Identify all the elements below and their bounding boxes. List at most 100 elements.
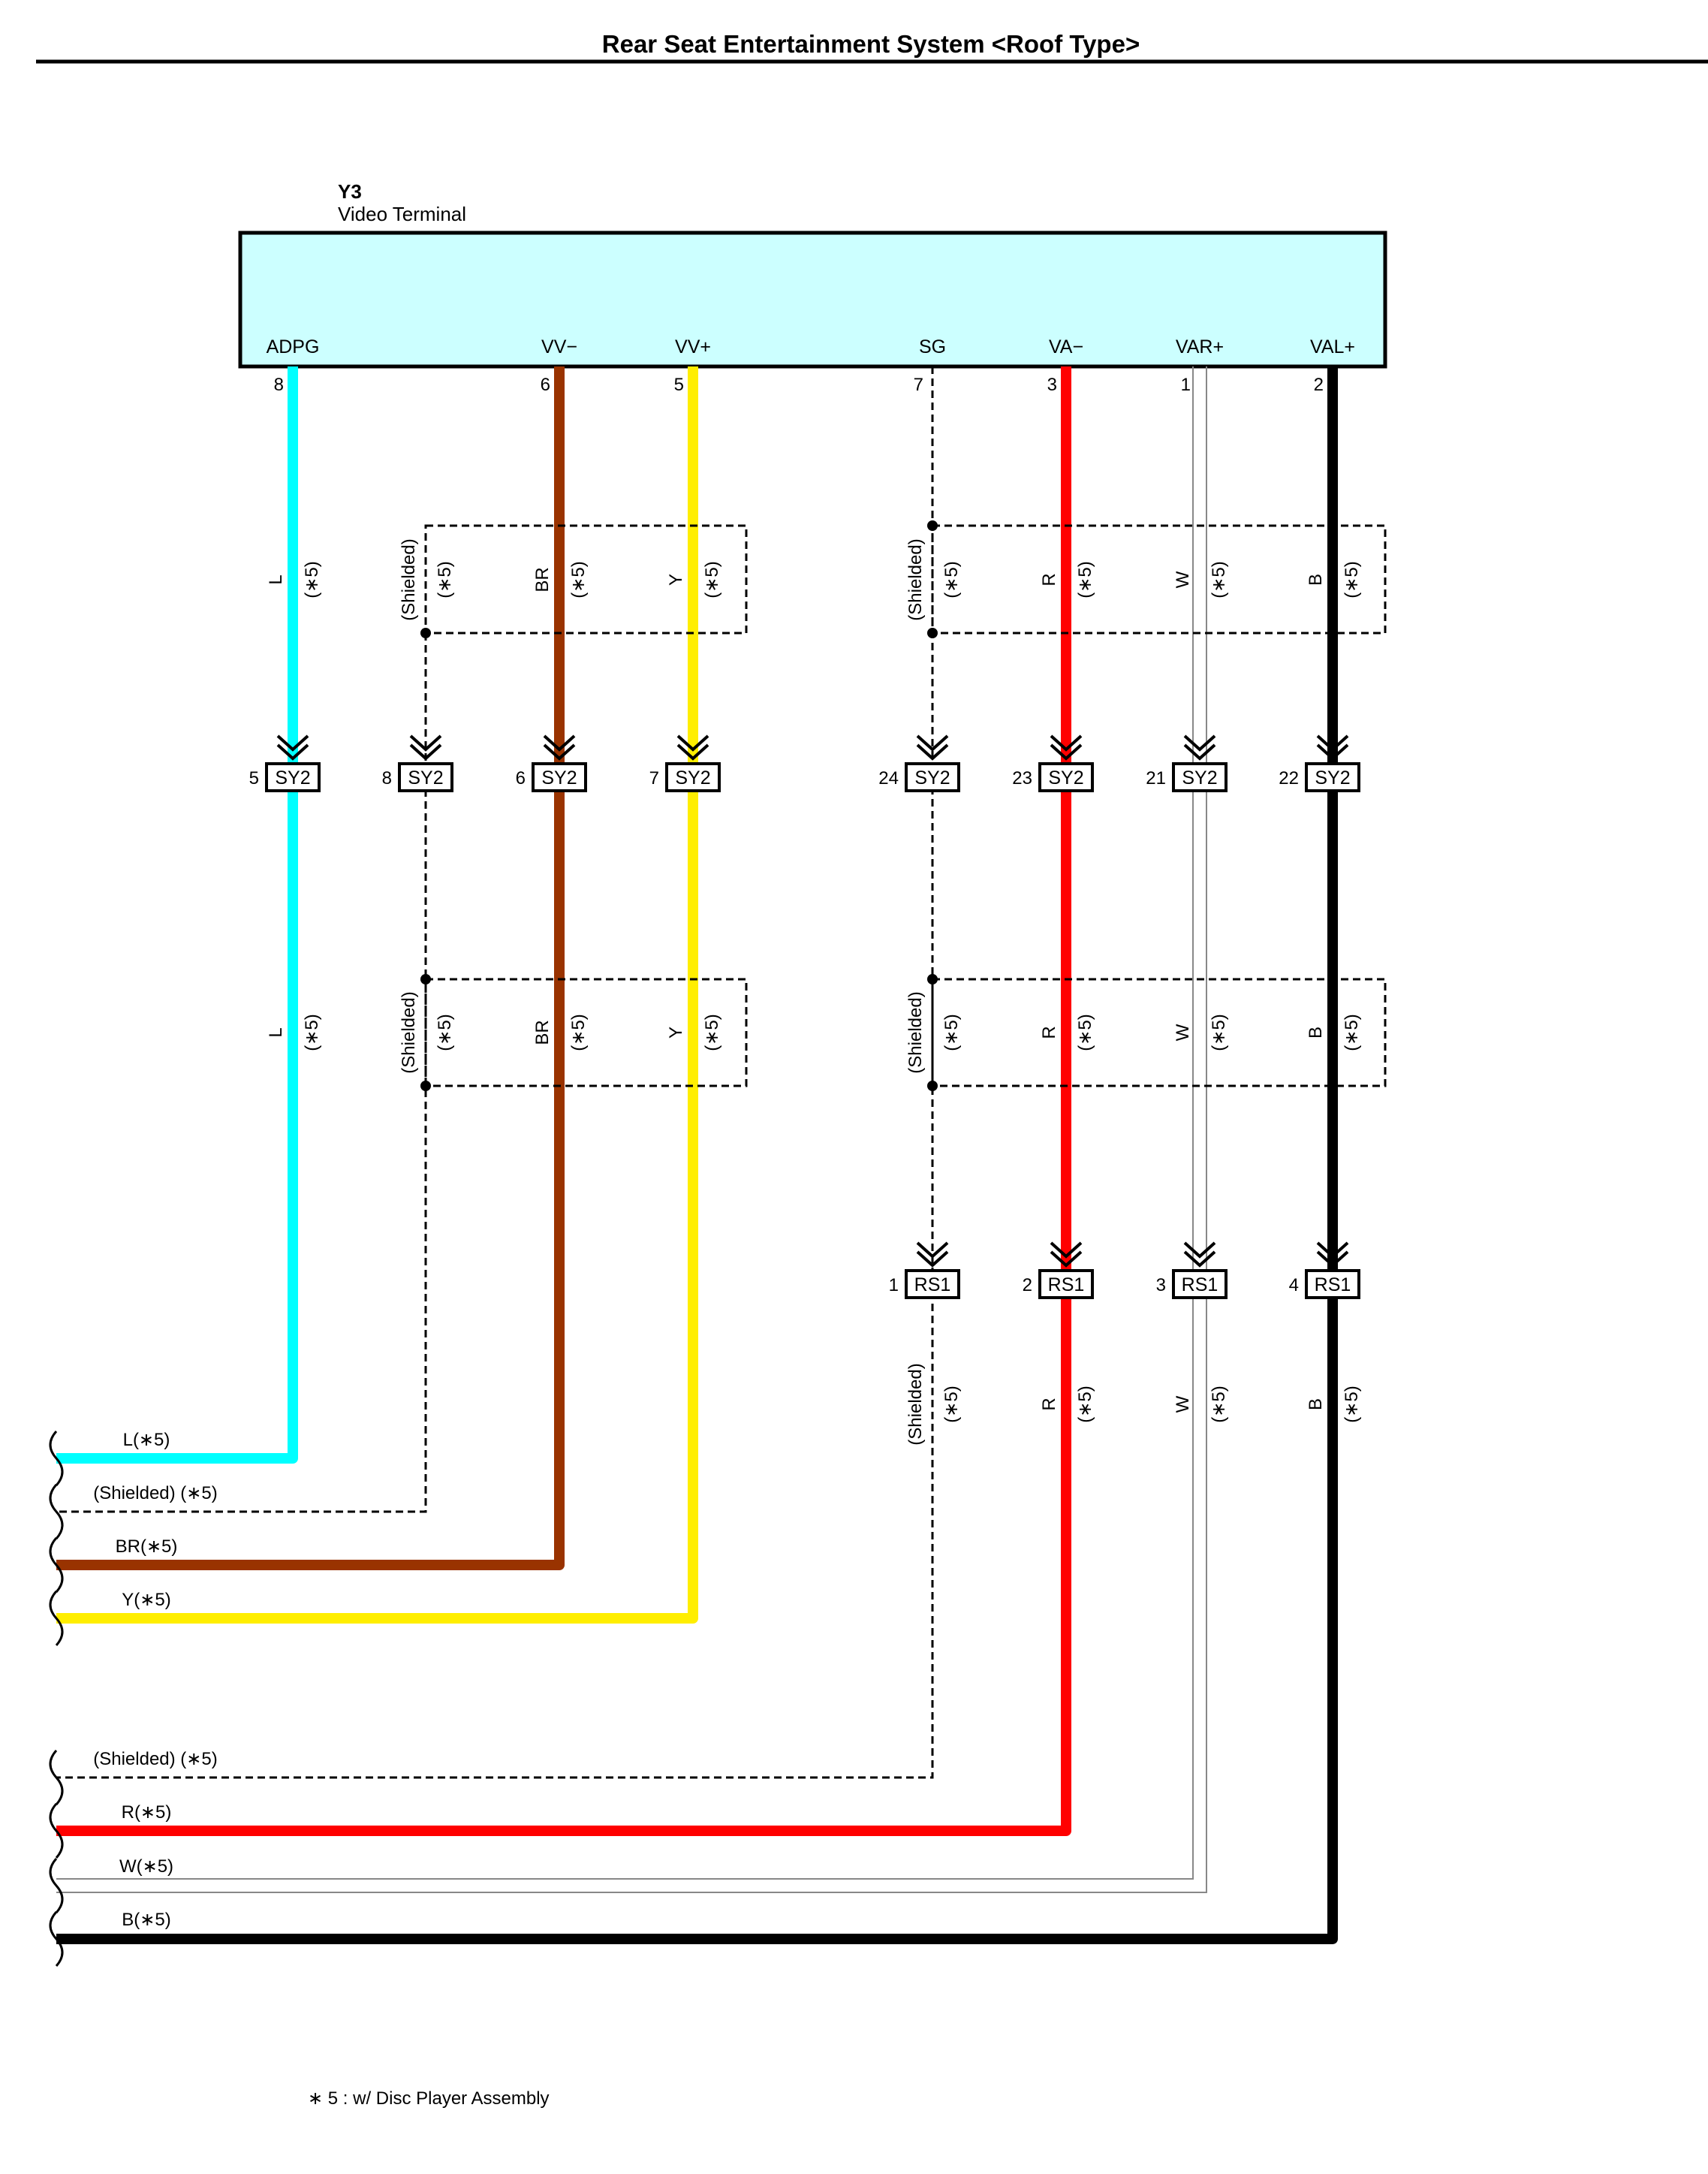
wire-tag: (∗5) [302, 1014, 322, 1051]
connector-label: SY2 [408, 767, 443, 788]
pin-num-va-minus: 3 [1047, 375, 1057, 395]
mating-arrow-icon [1050, 1241, 1083, 1268]
wire-label: B [1306, 1398, 1326, 1410]
connector-label: SY2 [675, 767, 710, 788]
termination-label: L(∗5) [123, 1430, 170, 1450]
break-mark-icon [49, 1858, 64, 1913]
wire-tag: (∗5) [1342, 1386, 1362, 1422]
page-title: Rear Seat Entertainment System <Roof Typ… [602, 30, 1140, 58]
connector-label: RS1 [1048, 1274, 1085, 1295]
shield-splice [420, 974, 431, 984]
mating-arrow-icon [543, 734, 576, 761]
wire-tag: (∗5) [941, 1014, 962, 1051]
wire-label: W [1173, 1395, 1193, 1413]
shield-splice [927, 1081, 938, 1091]
wire-tag: (∗5) [568, 561, 589, 598]
mating-arrow-icon [1050, 734, 1083, 761]
shield-box-upper-left [424, 524, 748, 635]
break-mark-icon [49, 1750, 64, 1805]
break-mark-icon [49, 1591, 64, 1646]
connector-sy2: SY2 5 SY2 8 SY2 6 SY2 7 SY2 24 [249, 734, 1360, 792]
termination-label: R(∗5) [122, 1802, 172, 1823]
wire-label: L [266, 1027, 286, 1037]
shield-box-upper-right [931, 524, 1387, 635]
wire-label: (Shielded) [905, 991, 926, 1073]
wire-tag: (∗5) [941, 561, 962, 598]
mating-arrow-icon [1316, 1241, 1349, 1268]
pin-name-vv-plus: VV+ [675, 336, 711, 357]
mating-arrow-icon [676, 734, 709, 761]
wire-tag: (∗5) [302, 561, 322, 598]
wire-tag: (∗5) [941, 1386, 962, 1422]
wire-tag: (∗5) [702, 1014, 722, 1051]
connector-sy2-pin: SY2 21 [1146, 734, 1228, 792]
mating-arrow-icon [1183, 734, 1216, 761]
connector-pin-number: 1 [889, 1275, 899, 1295]
wire-labels-bottom: (Shielded) (∗5) R (∗5) W (∗5) B (∗5) [905, 1363, 1362, 1445]
pin-num-var-plus: 1 [1181, 375, 1191, 395]
wire-labels-middle: L (∗5) (Shielded) (∗5) BR (∗5) Y (∗5) (S… [266, 991, 1362, 1073]
connector-sy2-pin: SY2 23 [1012, 734, 1094, 792]
wire-label: BR [532, 1020, 553, 1045]
connector-pin-number: 8 [382, 768, 392, 788]
connector-label: RS1 [1315, 1274, 1351, 1295]
connector-pin-number: 4 [1289, 1275, 1299, 1295]
video-terminal-box [238, 231, 1387, 369]
pin-name-adpg: ADPG [267, 336, 320, 357]
wire-shield-2 [56, 366, 934, 1779]
mating-arrow-icon [409, 734, 442, 761]
wire-tag: (∗5) [568, 1014, 589, 1051]
wire-tag: (∗5) [1075, 1014, 1095, 1051]
wire-label: Y [666, 1027, 686, 1039]
connector-rs1-pin: RS1 1 [889, 1241, 960, 1299]
connector-pin-number: 24 [878, 768, 899, 788]
wire-label: R [1039, 573, 1059, 586]
pin-name-var-plus: VAR+ [1176, 336, 1224, 357]
termination-label: (Shielded) (∗5) [93, 1483, 218, 1503]
wire-shield-1 [56, 633, 427, 1513]
pin-name-sg: SG [919, 336, 946, 357]
wire-tag: (∗5) [435, 1014, 455, 1051]
connector-sy2-pin: SY2 8 [382, 734, 453, 792]
component-name: Video Terminal [338, 203, 466, 225]
wire-l [56, 366, 298, 1464]
wire-br [56, 366, 565, 1570]
shield-splice [927, 628, 938, 638]
mating-arrow-icon [1316, 734, 1349, 761]
component-id: Y3 [338, 180, 362, 203]
connector-label: SY2 [275, 767, 310, 788]
wire-w [56, 366, 1207, 1893]
wire-b [56, 366, 1338, 1944]
connector-label: SY2 [1182, 767, 1217, 788]
connector-pin-number: 3 [1156, 1275, 1166, 1295]
connector-label: RS1 [914, 1274, 951, 1295]
termination-label: Y(∗5) [122, 1590, 170, 1610]
wire-label: B [1306, 1027, 1326, 1039]
connector-rs1-pin: RS1 2 [1023, 1241, 1094, 1299]
wire-tag: (∗5) [1075, 1386, 1095, 1422]
shield-splice [420, 628, 431, 638]
wire-label: R [1039, 1398, 1059, 1410]
pin-name-va-minus: VA− [1049, 336, 1083, 357]
pin-num-vv-minus: 6 [541, 375, 550, 395]
termination-label: B(∗5) [122, 1910, 170, 1930]
wire-labels-top: L (∗5) (Shielded) (∗5) BR (∗5) Y (∗5) (S… [266, 538, 1362, 620]
wire-r [56, 366, 1071, 1836]
termination-label: BR(∗5) [116, 1536, 178, 1557]
connector-pin-number: 6 [516, 768, 526, 788]
wire-tag: (∗5) [1209, 561, 1229, 598]
connector-pin-number: 7 [649, 768, 659, 788]
shield-splice [927, 974, 938, 984]
connector-label: SY2 [1048, 767, 1083, 788]
wire-label: BR [532, 567, 553, 592]
wire-label: W [1173, 1024, 1193, 1041]
connector-sy2-pin: SY2 22 [1279, 734, 1360, 792]
shield-box-lower-left [424, 978, 748, 1087]
wire-label: (Shielded) [399, 991, 419, 1073]
break-mark-icon [49, 1484, 64, 1539]
connector-sy2-pin: SY2 7 [649, 734, 721, 792]
break-mark-icon [49, 1431, 64, 1486]
connector-sy2-pin: SY2 6 [516, 734, 587, 792]
